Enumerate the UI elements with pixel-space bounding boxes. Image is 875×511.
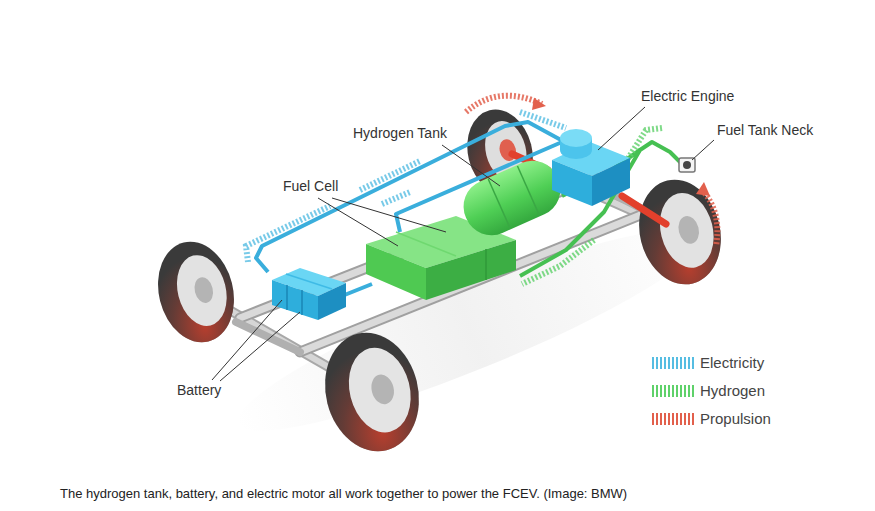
electricity-line bbox=[256, 122, 572, 272]
tire-glow bbox=[313, 323, 431, 462]
engine-front bbox=[552, 160, 592, 206]
electricity-line bbox=[342, 284, 372, 296]
frame-rail-face bbox=[300, 212, 648, 352]
electric-engine bbox=[552, 129, 630, 206]
propulsion-arc bbox=[702, 190, 717, 246]
wheel bbox=[628, 171, 731, 293]
legend-row: Hydrogen bbox=[652, 382, 765, 400]
hub bbox=[192, 275, 216, 305]
rim bbox=[340, 341, 419, 439]
hub bbox=[368, 372, 397, 406]
leader-line bbox=[212, 300, 282, 380]
propulsion-arrowhead bbox=[696, 182, 710, 196]
filler-cap bbox=[683, 161, 691, 169]
leader-line bbox=[318, 198, 398, 246]
fuel-cell-divider bbox=[485, 249, 487, 280]
rim bbox=[170, 250, 234, 331]
legend-label: Hydrogen bbox=[700, 382, 765, 400]
propulsion-arrowhead bbox=[532, 98, 546, 110]
electricity-flow-stripe bbox=[360, 161, 420, 190]
cross-member bbox=[236, 322, 300, 352]
leader-line bbox=[332, 198, 446, 232]
legend-row: Propulsion bbox=[652, 410, 771, 428]
leader-lines bbox=[212, 107, 714, 381]
battery-front bbox=[272, 280, 318, 320]
tire bbox=[148, 234, 244, 351]
electricity-flow-stripe bbox=[382, 192, 410, 204]
propulsion-arc bbox=[466, 96, 542, 112]
hydrogen-flow-stripe bbox=[522, 240, 594, 284]
electricity-flow-stripe bbox=[520, 112, 566, 128]
tank-seam bbox=[488, 179, 510, 228]
leader-line bbox=[598, 107, 645, 150]
hub bbox=[676, 214, 702, 246]
battery-pack bbox=[272, 268, 346, 320]
legend-label: Electricity bbox=[700, 354, 764, 372]
figure-caption: The hydrogen tank, battery, and electric… bbox=[60, 486, 627, 502]
fuel-cell-front bbox=[366, 244, 426, 300]
tank-seam bbox=[517, 166, 539, 215]
part-label: Fuel Cell bbox=[283, 178, 338, 194]
rim bbox=[652, 187, 721, 273]
legend-row: Electricity bbox=[652, 354, 764, 372]
tire bbox=[628, 171, 731, 293]
part-label: Electric Engine bbox=[641, 88, 734, 104]
part-label: Battery bbox=[177, 382, 221, 398]
leader-line bbox=[692, 140, 714, 160]
engine-housing-top bbox=[560, 129, 592, 147]
battery-cell-divider bbox=[286, 285, 288, 310]
tire bbox=[313, 323, 431, 462]
chassis bbox=[198, 152, 680, 392]
engine-side bbox=[592, 158, 630, 206]
wheel bbox=[313, 323, 431, 462]
legend-label: Propulsion bbox=[700, 410, 771, 428]
battery-cell-divider bbox=[286, 274, 332, 289]
fuel-cell-divider bbox=[396, 232, 456, 256]
wheel bbox=[148, 234, 244, 351]
leader-line bbox=[442, 145, 500, 186]
leader-line bbox=[220, 312, 300, 381]
battery-cell-divider bbox=[301, 290, 303, 315]
tire-glow bbox=[628, 171, 731, 293]
drive-shaft bbox=[622, 196, 666, 224]
legend-swatch bbox=[652, 385, 694, 397]
tire-glow bbox=[148, 234, 244, 351]
electricity-flow-stripe bbox=[246, 206, 330, 262]
part-label: Fuel Tank Neck bbox=[717, 122, 813, 138]
legend-swatch bbox=[652, 413, 694, 425]
part-label: Hydrogen Tank bbox=[353, 125, 447, 141]
legend-swatch bbox=[652, 357, 694, 369]
frame-rail bbox=[300, 212, 648, 352]
